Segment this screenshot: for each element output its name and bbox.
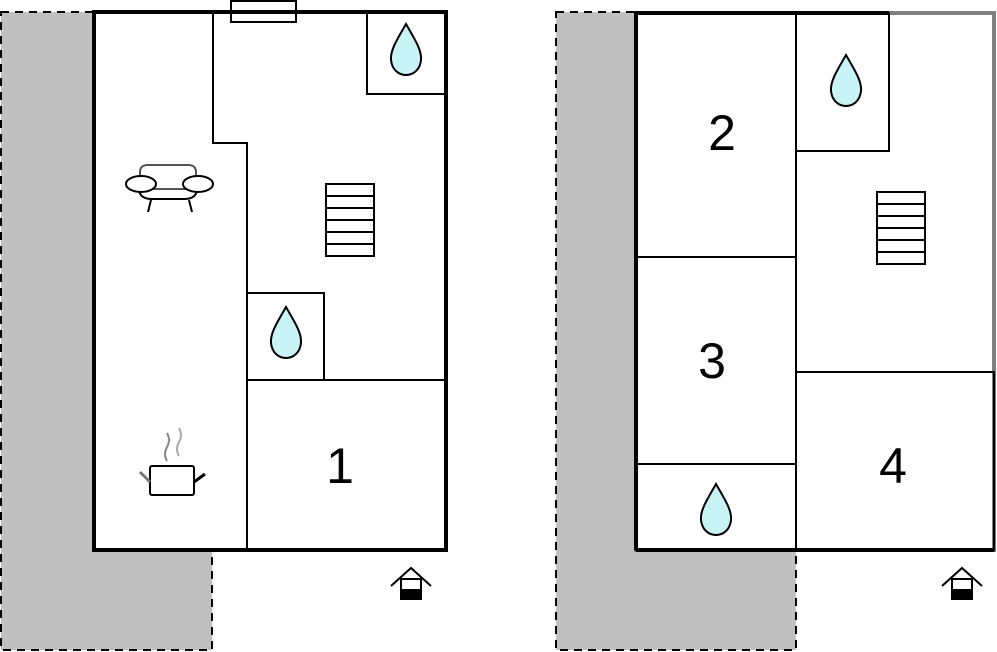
water-drop-icon xyxy=(269,306,303,359)
stairs-icon xyxy=(325,183,375,257)
room-4 xyxy=(795,371,995,551)
building-outline xyxy=(634,11,996,552)
window-marker xyxy=(230,0,297,23)
building-outline xyxy=(92,10,448,552)
interior-wall xyxy=(212,12,248,550)
water-drop-icon xyxy=(389,23,423,76)
terrace-area xyxy=(0,11,213,651)
entrance-icon xyxy=(390,567,432,600)
room-1 xyxy=(246,379,447,551)
entrance-icon xyxy=(941,567,983,600)
room-label: 4 xyxy=(879,438,907,494)
room-label: 1 xyxy=(326,438,354,494)
bathroom xyxy=(795,12,890,152)
room-label: 3 xyxy=(698,333,726,389)
cooking-pot-icon xyxy=(138,427,206,496)
sofa-icon xyxy=(125,164,214,213)
stairs-icon xyxy=(876,191,926,265)
bathroom xyxy=(366,11,447,95)
upper-floor-plan: 2 3 4 xyxy=(555,11,996,651)
ground-floor-plan: 1 xyxy=(0,0,448,651)
room-label: 2 xyxy=(708,105,736,161)
